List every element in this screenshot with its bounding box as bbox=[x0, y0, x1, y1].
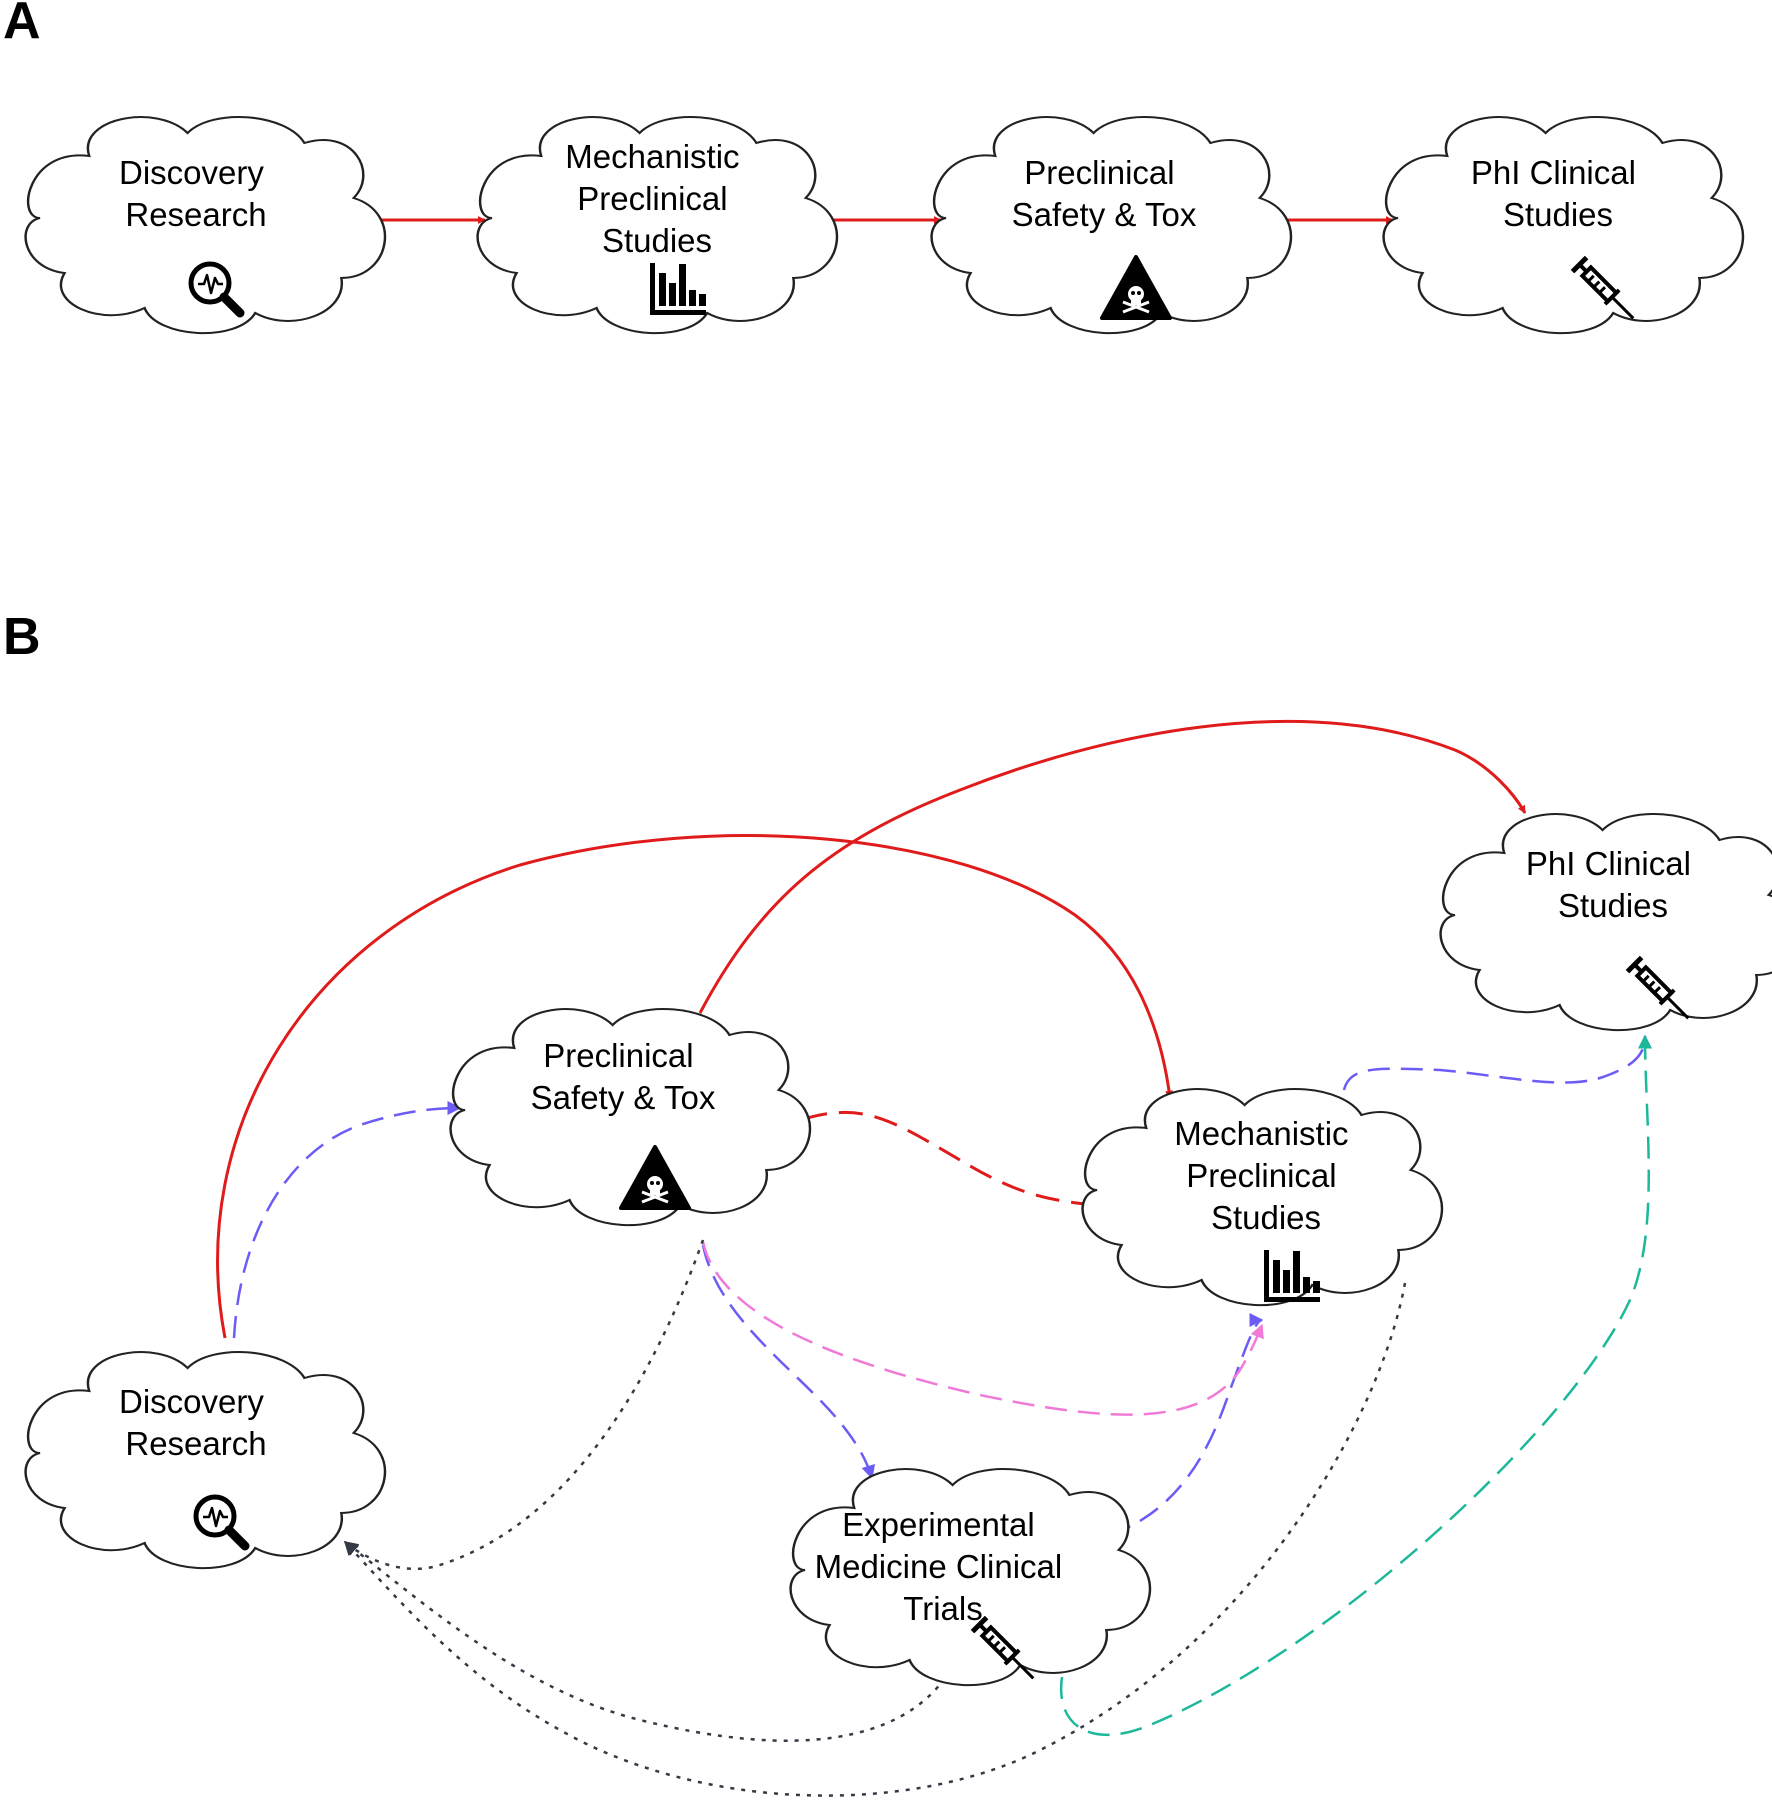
svg-text:PhI Clinical Studies: PhI Clinical Studies bbox=[1526, 845, 1700, 924]
node-b-mechanistic-line-1: Mechanistic bbox=[1174, 1115, 1348, 1152]
node-a-phi-clinical-studies: PhI Clinical Studies bbox=[1382, 115, 1745, 335]
node-a-discovery-line-2: Research bbox=[125, 196, 266, 233]
node-b-mechanistic-line-3: Studies bbox=[1211, 1199, 1321, 1236]
edge-b-safety-to-phi bbox=[698, 720, 1527, 1014]
svg-text:PhI Clinical Studies: PhI Clinical Studies bbox=[1471, 154, 1645, 233]
node-a-mechanistic-line-3: Studies bbox=[602, 222, 712, 259]
node-b-discovery-research: Discovery Research bbox=[24, 1350, 387, 1570]
node-a-mechanistic-preclinical-studies: Mechanistic Preclinical Studies bbox=[476, 115, 839, 335]
svg-text:Discovery Research: Discovery Research bbox=[119, 154, 273, 233]
node-b-discovery-line-2: Research bbox=[125, 1425, 266, 1462]
svg-text:Mechanistic Preclinical: Mechanistic Preclinical Studies bbox=[565, 138, 748, 259]
node-a-discovery-research: Discovery Research bbox=[24, 115, 387, 335]
svg-text:Mechanistic Preclinical: Mechanistic Preclinical Studies bbox=[1174, 1115, 1357, 1236]
panel-label-b: B bbox=[3, 608, 41, 666]
node-b-mechanistic-preclinical-studies: Mechanistic Preclinical Studies bbox=[1081, 1087, 1444, 1307]
edge-b-mechanistic-to-discovery bbox=[344, 1282, 1407, 1797]
node-b-experimental-medicine-clinical-trials: Experimental Medicine Clinical Trials bbox=[789, 1467, 1152, 1685]
node-b-phi-line-1: PhI Clinical bbox=[1526, 845, 1691, 882]
node-b-experimental-line-1: Experimental bbox=[842, 1506, 1035, 1543]
node-b-preclinical-safety-tox: Preclinical Safety & Tox bbox=[449, 1007, 812, 1227]
edge-b-safety-to-mechanistic bbox=[701, 1241, 1264, 1416]
node-a-safety-line-1: Preclinical bbox=[1024, 154, 1174, 191]
edge-b-mechanistic-to-phi bbox=[1342, 1034, 1652, 1091]
node-b-safety-line-1: Preclinical bbox=[543, 1037, 693, 1074]
edge-b-experimental-to-discovery bbox=[343, 1541, 947, 1742]
node-a-preclinical-safety-tox: Preclinical Safety & Tox bbox=[930, 115, 1293, 335]
node-b-mechanistic-line-2: Preclinical bbox=[1186, 1157, 1336, 1194]
panel-label-a: A bbox=[3, 0, 41, 50]
node-b-phi-line-2: Studies bbox=[1558, 887, 1668, 924]
node-a-phi-line-2: Studies bbox=[1503, 196, 1613, 233]
edge-b-discovery-to-safety bbox=[232, 1101, 462, 1339]
node-a-mechanistic-line-1: Mechanistic bbox=[565, 138, 739, 175]
edge-b-experimental-to-phi bbox=[1059, 1034, 1653, 1736]
node-b-experimental-line-3: Trials bbox=[903, 1590, 982, 1627]
svg-text:Preclinical Safety & Tox: Preclinical Safety & Tox bbox=[1012, 154, 1197, 233]
edge-b-safety-to-experimental bbox=[701, 1244, 876, 1480]
node-b-phi-clinical-studies: PhI Clinical Studies bbox=[1439, 812, 1772, 1032]
edge-b-safety-to-discovery bbox=[343, 1239, 705, 1571]
node-b-discovery-line-1: Discovery bbox=[119, 1383, 264, 1420]
node-a-phi-line-1: PhI Clinical bbox=[1471, 154, 1636, 191]
svg-text:Experimental Medicine Cl: Experimental Medicine Clinical Trials bbox=[815, 1506, 1072, 1627]
edge-b-mechanistic-to-safety bbox=[775, 1110, 1096, 1207]
node-a-discovery-line-1: Discovery bbox=[119, 154, 264, 191]
node-b-safety-line-2: Safety & Tox bbox=[531, 1079, 716, 1116]
svg-text:Discovery Research: Discovery Research bbox=[119, 1383, 273, 1462]
edge-b-discovery-to-mechanistic bbox=[216, 834, 1174, 1339]
svg-text:Preclinical Safety & Tox: Preclinical Safety & Tox bbox=[531, 1037, 716, 1116]
node-a-mechanistic-line-2: Preclinical bbox=[577, 180, 727, 217]
node-a-safety-line-2: Safety & Tox bbox=[1012, 196, 1197, 233]
edge-b-experimental-to-mechanistic bbox=[1109, 1313, 1264, 1537]
node-b-experimental-line-2: Medicine Clinical bbox=[815, 1548, 1063, 1585]
